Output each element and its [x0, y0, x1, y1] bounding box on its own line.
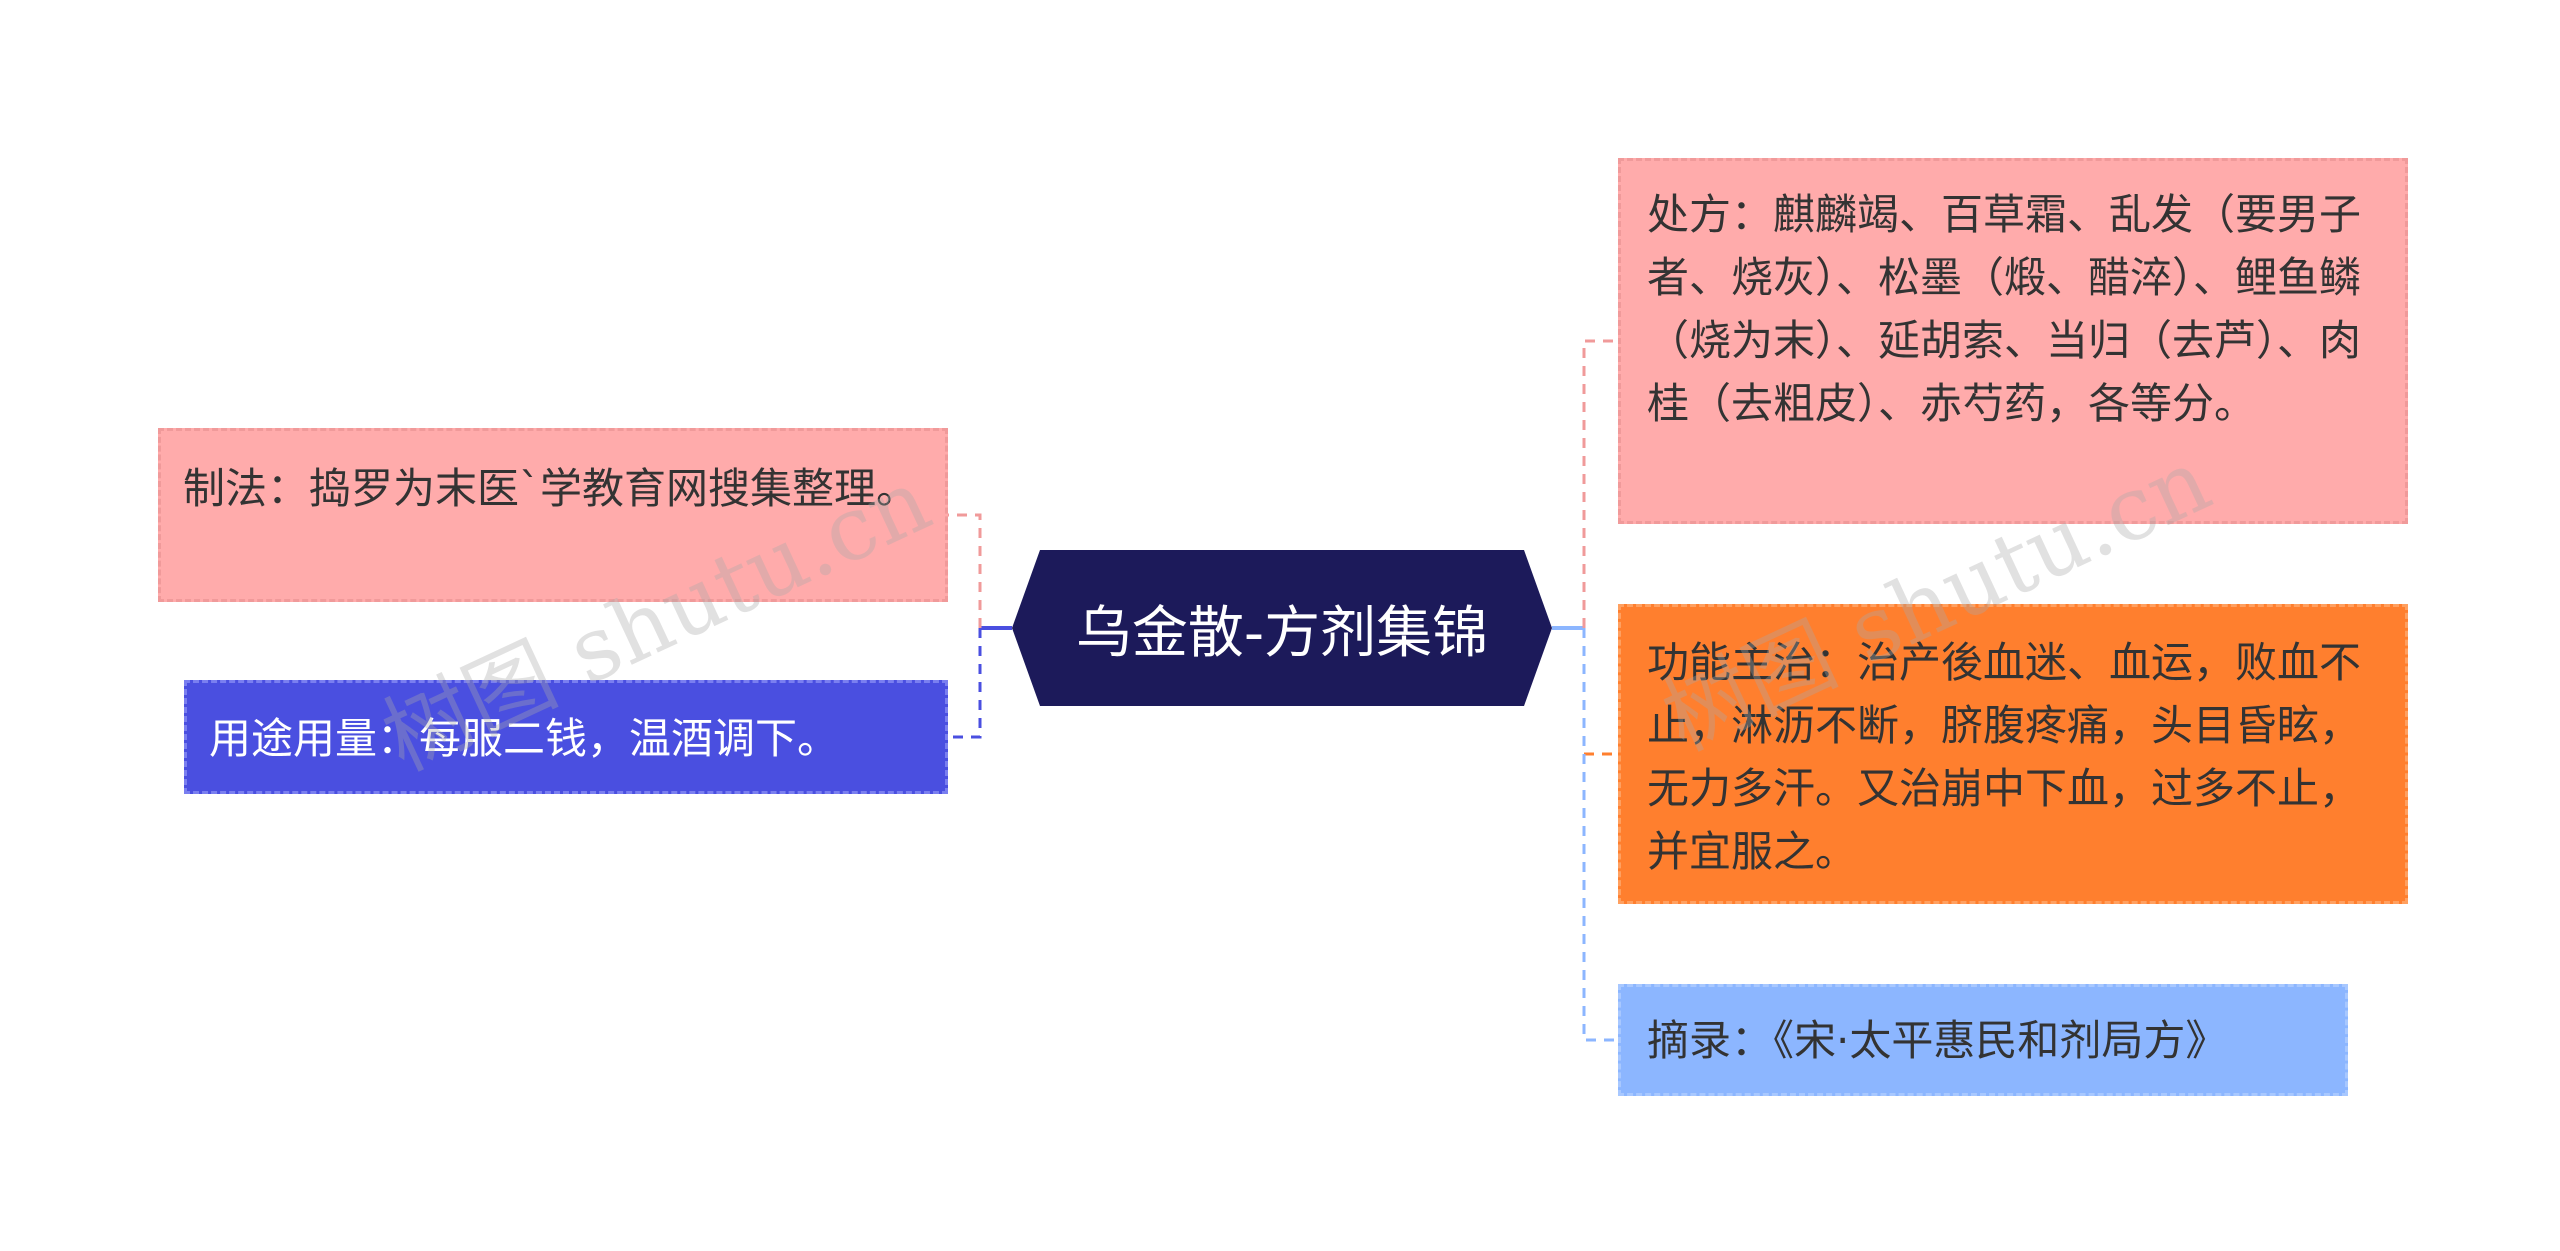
- connector-zhailu: [1582, 628, 1618, 1042]
- node-chufang[interactable]: 处方：麒麟竭、百草霜、乱发（要男子者、烧灰）、松墨（煅、醋淬）、鲤鱼鳞（烧为末）…: [1618, 158, 2408, 524]
- connector-zhifa: [948, 513, 982, 628]
- connector-yongtu: [948, 628, 982, 739]
- root-node-shape: [1012, 550, 1552, 706]
- node-gongneng[interactable]: 功能主治：治产後血迷、血运，败血不止，淋沥不断，脐腹疼痛，头目昏眩，无力多汗。又…: [1618, 604, 2408, 904]
- connector-chufang: [1582, 339, 1618, 628]
- node-zhailu[interactable]: 摘录：《宋·太平惠民和剂局方》: [1618, 984, 2348, 1096]
- node-zhifa[interactable]: 制法：捣罗为末医`学教育网搜集整理。: [158, 428, 948, 602]
- root-node-label: 乌金散-方剂集锦: [1075, 600, 1489, 666]
- root-node[interactable]: 乌金散-方剂集锦: [1012, 550, 1552, 706]
- connector-gongneng: [1582, 628, 1618, 756]
- node-yongtu[interactable]: 用途用量：每服二钱，温酒调下。: [184, 680, 948, 794]
